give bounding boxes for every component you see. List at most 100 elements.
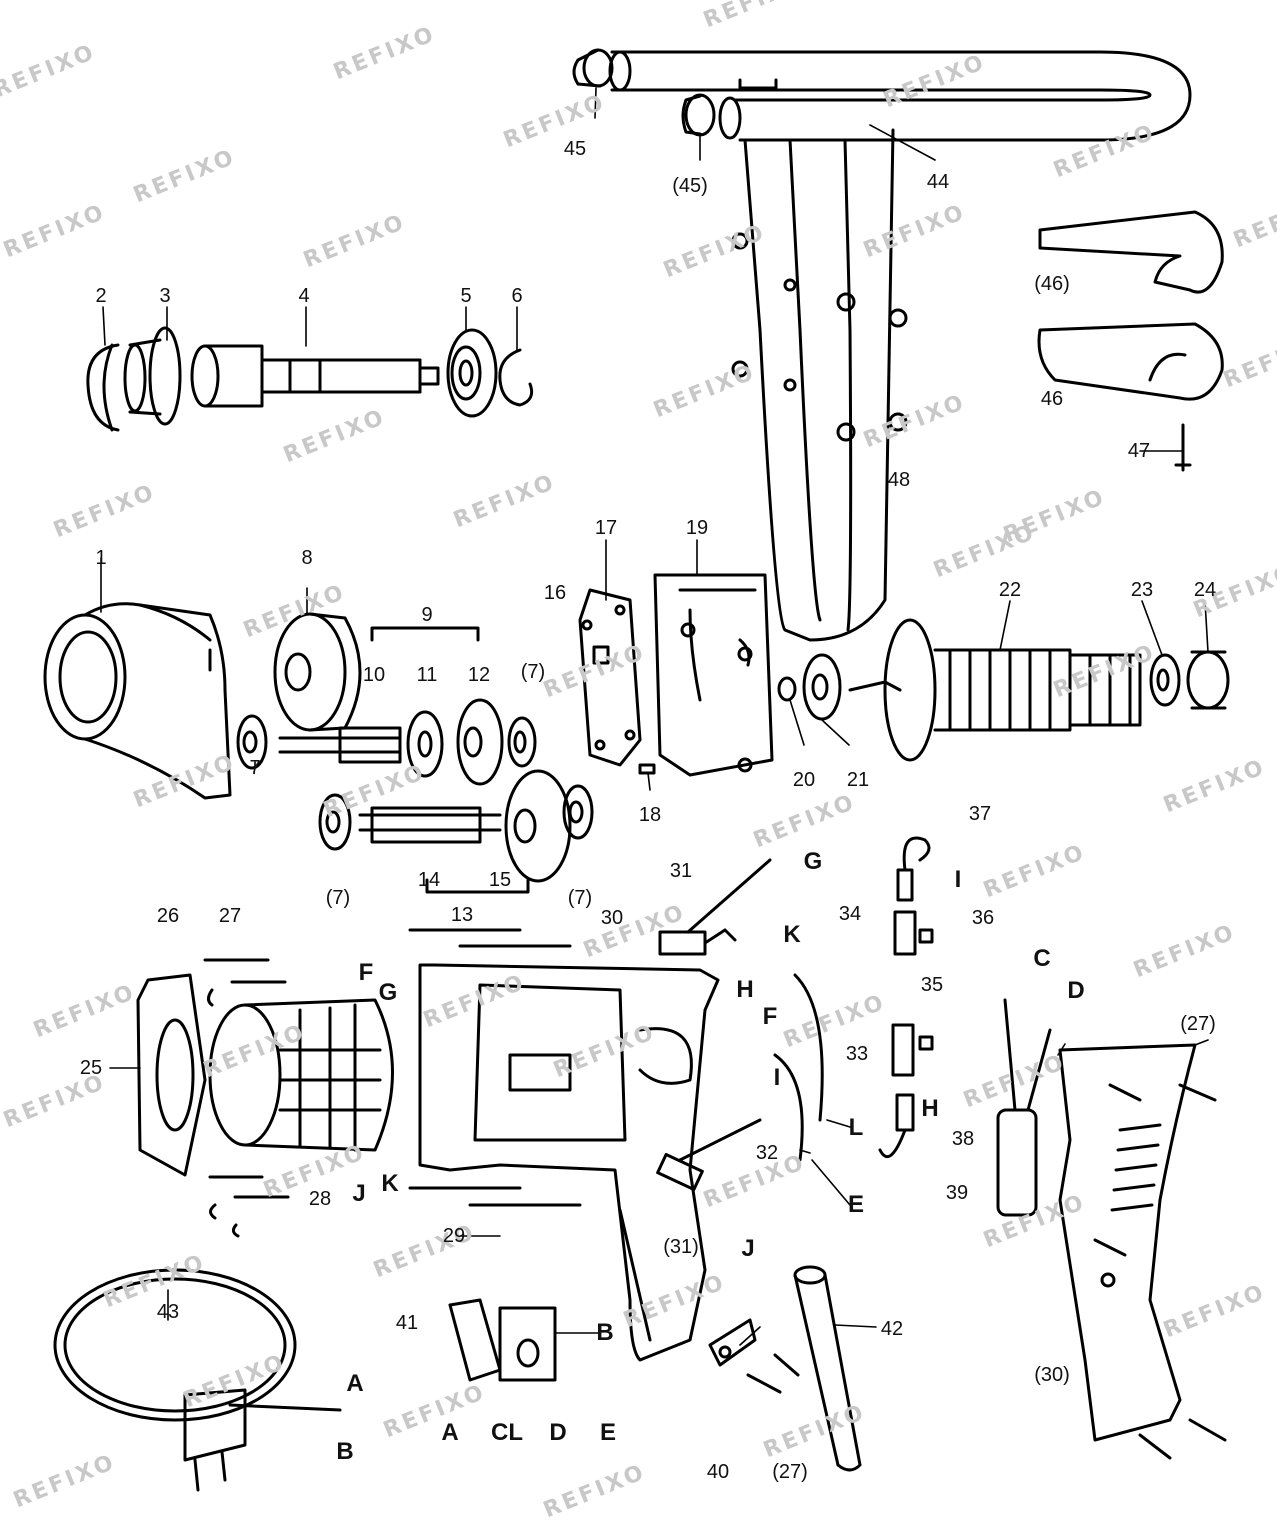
part-41-switch — [448, 1298, 557, 1382]
part-19-bearing-flange — [653, 573, 774, 777]
wire-connection-letter: K — [783, 921, 801, 948]
callout-label: 42 — [880, 1318, 904, 1340]
callout-label: 46 — [1040, 388, 1064, 410]
wire-connection-letter: D — [1067, 977, 1085, 1004]
part-25-baffle — [136, 973, 207, 1177]
part-28-field-coil — [208, 998, 394, 1152]
callout-label: (27) — [772, 1461, 808, 1483]
part-16-dowel — [592, 645, 610, 665]
callout-label: 48 — [887, 469, 911, 491]
callout-label: (7) — [567, 887, 593, 909]
part-31-suppressor-2 — [656, 1118, 762, 1192]
label-9-bracket — [370, 626, 480, 642]
callout-label: 7 — [249, 757, 261, 779]
callout-label: 24 — [1193, 579, 1217, 601]
wire-connection-letter: E — [599, 1419, 617, 1446]
part-46-grip-cover — [1037, 210, 1224, 401]
part-22-armature — [848, 618, 1142, 762]
part-7-bearing-left — [236, 714, 268, 770]
wire-connection-letter: D — [549, 1419, 567, 1446]
part-26-washer — [207, 988, 240, 1238]
part-42-cord-guard — [793, 1265, 862, 1472]
callout-label: 1 — [95, 547, 107, 569]
callout-label: 10 — [362, 664, 386, 686]
label-13-bracket — [425, 878, 530, 894]
callout-label: 33 — [845, 1043, 869, 1065]
part-43-power-cord — [53, 1268, 342, 1492]
callout-label: 38 — [951, 1128, 975, 1150]
part-33-lead — [793, 973, 824, 1122]
part-29-screw — [408, 1186, 582, 1207]
leader-lines — [100, 87, 1209, 1346]
callout-label: (27) — [1180, 1013, 1216, 1035]
part-13-screw — [408, 928, 572, 948]
part-14-shaft — [358, 806, 502, 844]
callout-label: (31) — [663, 1236, 699, 1258]
part-27-clamp-screw — [746, 1353, 800, 1394]
callout-label: 36 — [971, 907, 995, 929]
callout-label: 34 — [838, 903, 862, 925]
wire-connection-letter: C — [1033, 945, 1051, 972]
callout-label: 26 — [156, 905, 180, 927]
callout-label: 2 — [95, 285, 107, 307]
wire-connection-letter: G — [803, 848, 823, 875]
part-30-motor-housing — [418, 963, 720, 1362]
callout-label: 6 — [511, 285, 523, 307]
wire-connection-letter: B — [336, 1438, 354, 1465]
callout-label: 43 — [156, 1301, 180, 1323]
callout-label: (30) — [1034, 1364, 1070, 1386]
callout-label: 40 — [706, 1461, 730, 1483]
callout-label: 5 — [460, 285, 472, 307]
callout-label: 21 — [846, 769, 870, 791]
part-10-shaft — [278, 726, 402, 764]
callout-label: 11 — [416, 664, 438, 686]
wire-connection-letter: L — [848, 1114, 864, 1141]
callout-label: 29 — [442, 1225, 466, 1247]
wire-connection-letter: E — [847, 1191, 865, 1218]
wire-connection-letter: I — [954, 866, 962, 893]
callout-label: 14 — [417, 869, 441, 891]
part-21-bearing — [802, 653, 842, 721]
wire-connection-letter: B — [596, 1319, 614, 1346]
callout-label: 23 — [1130, 579, 1154, 601]
wire-connection-letter: H — [921, 1095, 939, 1122]
wire-connection-letter: F — [762, 1003, 778, 1030]
callout-label: 39 — [945, 1182, 969, 1204]
part-15-gear — [504, 769, 572, 883]
part-38-brush-holder — [878, 1023, 934, 1159]
callout-label: (7) — [520, 661, 546, 683]
part-31-suppressor — [658, 858, 772, 956]
part-1-gear-housing — [43, 602, 232, 800]
callout-label: 37 — [968, 803, 992, 825]
callout-label: 27 — [218, 905, 242, 927]
part-47-screw — [1174, 423, 1192, 472]
part-17-gasket — [578, 588, 642, 767]
callout-label: 12 — [467, 664, 491, 686]
callout-label: 18 — [638, 804, 662, 826]
callout-label: 19 — [685, 517, 709, 539]
part-12-gear — [456, 698, 504, 786]
wire-connection-letter: J — [741, 1235, 755, 1262]
part-4-spindle — [190, 344, 440, 408]
callout-label: 30 — [600, 907, 624, 929]
wire-connection-letter: J — [352, 1180, 366, 1207]
callout-label: (7) — [325, 887, 351, 909]
part-45-end-cap-2 — [681, 93, 716, 137]
part-20-sleeve — [777, 676, 797, 702]
callout-label: 3 — [159, 285, 171, 307]
part-7-bearing-right — [507, 716, 537, 768]
wire-connection-letter: H — [736, 976, 754, 1003]
part-32-lead — [773, 1053, 804, 1162]
callout-label: 45 — [563, 138, 587, 160]
callout-label: 47 — [1127, 440, 1151, 462]
callout-label: 15 — [488, 869, 512, 891]
part-7-bearing-lower-left — [318, 793, 352, 851]
callout-label: 25 — [79, 1057, 103, 1079]
part-23-bearing — [1149, 653, 1181, 707]
callout-label: 41 — [395, 1312, 419, 1334]
part-18-pin — [638, 763, 656, 775]
callout-label: (46) — [1034, 273, 1070, 295]
callout-label: 44 — [926, 171, 950, 193]
part-3-bushing — [123, 326, 182, 426]
